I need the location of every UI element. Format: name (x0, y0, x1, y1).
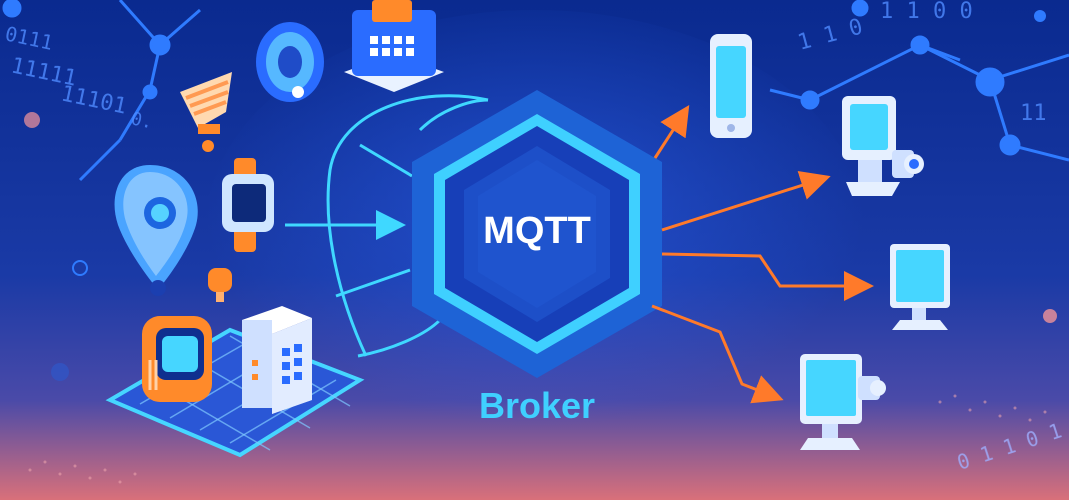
binary-top-right: 1 1 0 0 (880, 0, 973, 24)
desktop-computer-icon (800, 354, 886, 450)
server-icon (242, 306, 312, 414)
smart-box-icon (344, 0, 444, 92)
decor-dots (24, 10, 1057, 381)
network-graph-left (2, 0, 201, 182)
arrow-to-camera (661, 171, 831, 232)
bottom-dot-pattern (28, 394, 1047, 484)
monitor-icon (890, 244, 950, 330)
door-bell-icon (180, 72, 232, 152)
speaker-icon (256, 22, 324, 102)
sensor-icon (208, 268, 232, 302)
binary-right-b: 11 (1020, 101, 1047, 126)
arrow-to-monitor (661, 252, 874, 301)
binary-left-c: 0. (129, 108, 155, 133)
subscriber-arrows (651, 104, 874, 404)
network-graph-right (769, 0, 1069, 162)
arrow-to-desktop (651, 304, 784, 404)
location-pin-icon (114, 165, 198, 296)
hub-subtitle: Broker (479, 385, 595, 426)
hub-title: MQTT (483, 210, 591, 252)
camera-icon (842, 96, 924, 196)
publisher-connections (326, 94, 489, 358)
thermostat-icon (142, 316, 212, 402)
smartwatch-icon (222, 158, 274, 252)
broker-hub (412, 90, 662, 378)
smartphone-icon (710, 34, 752, 138)
arrow-to-smartphone (653, 104, 690, 159)
